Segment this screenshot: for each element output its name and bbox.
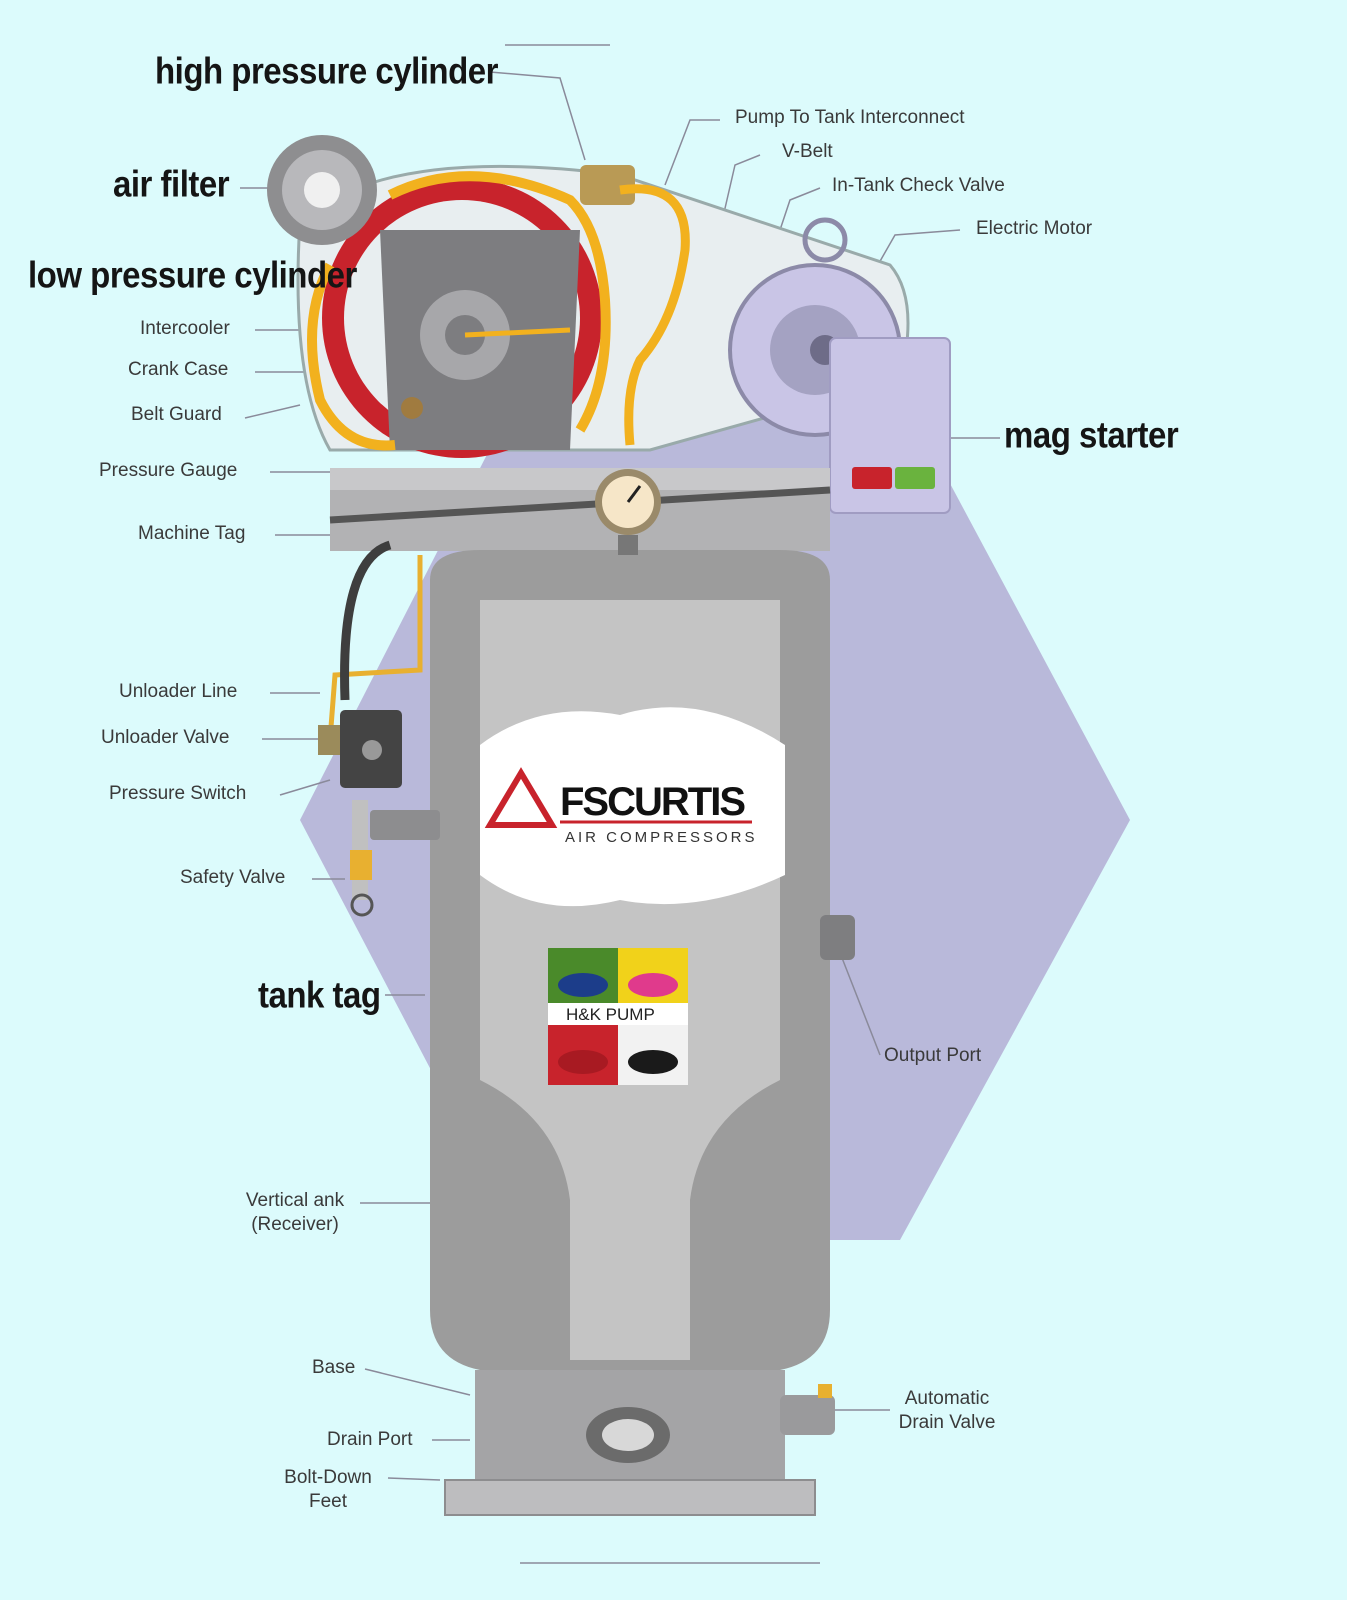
label-base: Base <box>312 1357 356 1378</box>
label-in-tank-check-valve: In-Tank Check Valve <box>832 175 1005 196</box>
tank-tag-text: H&K PUMP <box>566 1005 655 1024</box>
label-vertical-tank: Vertical ank (Receiver) <box>225 1189 365 1237</box>
logo-background <box>480 707 785 907</box>
pump-to-tank-pipe <box>619 184 690 446</box>
label-low-pressure-cylinder: low pressure cylinder <box>28 253 357 296</box>
stop-button <box>852 467 892 489</box>
label-unloader-line: Unloader Line <box>119 681 238 702</box>
label-safety-valve: Safety Valve <box>180 867 286 888</box>
logo-brand: FSCURTIS <box>560 780 745 824</box>
label-tank-tag: tank tag <box>258 973 381 1016</box>
label-electric-motor: Electric Motor <box>976 218 1093 239</box>
label-intercooler: Intercooler <box>140 318 230 339</box>
label-high-pressure-cylinder: high pressure cylinder <box>155 49 498 92</box>
label-unloader-valve: Unloader Valve <box>101 727 230 748</box>
intercooler <box>307 262 396 451</box>
logo-subtitle: AIR COMPRESSORS <box>565 829 758 846</box>
label-v-belt: V-Belt <box>782 141 833 162</box>
unloader-line <box>327 555 423 741</box>
high-pressure-cylinder <box>580 165 635 205</box>
tank-tag-sticker: H&K PUMP <box>548 948 688 1085</box>
label-machine-tag: Machine Tag <box>138 523 246 544</box>
label-bolt-down-feet: Bolt-Down Feet <box>268 1466 388 1514</box>
label-pressure-switch: Pressure Switch <box>109 783 247 804</box>
label-pump-to-tank: Pump To Tank Interconnect <box>735 107 965 128</box>
unloader-valve <box>318 725 340 755</box>
label-vertical-tank-line1: Vertical ank <box>245 1190 345 1211</box>
label-crank-case: Crank Case <box>128 359 229 380</box>
automatic-drain-valve <box>780 1395 835 1435</box>
label-drain-port: Drain Port <box>327 1429 413 1450</box>
label-automatic-drain-line2: Drain Valve <box>898 1412 996 1433</box>
label-mag-starter: mag starter <box>1004 413 1179 456</box>
label-belt-guard: Belt Guard <box>131 404 222 425</box>
bolt-down-feet <box>444 1479 816 1516</box>
label-output-port: Output Port <box>884 1045 982 1066</box>
label-bolt-down-line2: Feet <box>308 1491 348 1512</box>
label-pressure-gauge: Pressure Gauge <box>99 460 238 481</box>
label-air-filter: air filter <box>113 162 230 205</box>
logo-mark <box>484 767 558 828</box>
label-vertical-tank-line2: (Receiver) <box>251 1214 339 1235</box>
output-port <box>820 915 855 960</box>
label-automatic-drain-line1: Automatic <box>904 1388 990 1409</box>
start-button <box>895 467 935 489</box>
label-automatic-drain-valve: Automatic Drain Valve <box>882 1387 1012 1435</box>
label-bolt-down-line1: Bolt-Down <box>284 1467 372 1488</box>
